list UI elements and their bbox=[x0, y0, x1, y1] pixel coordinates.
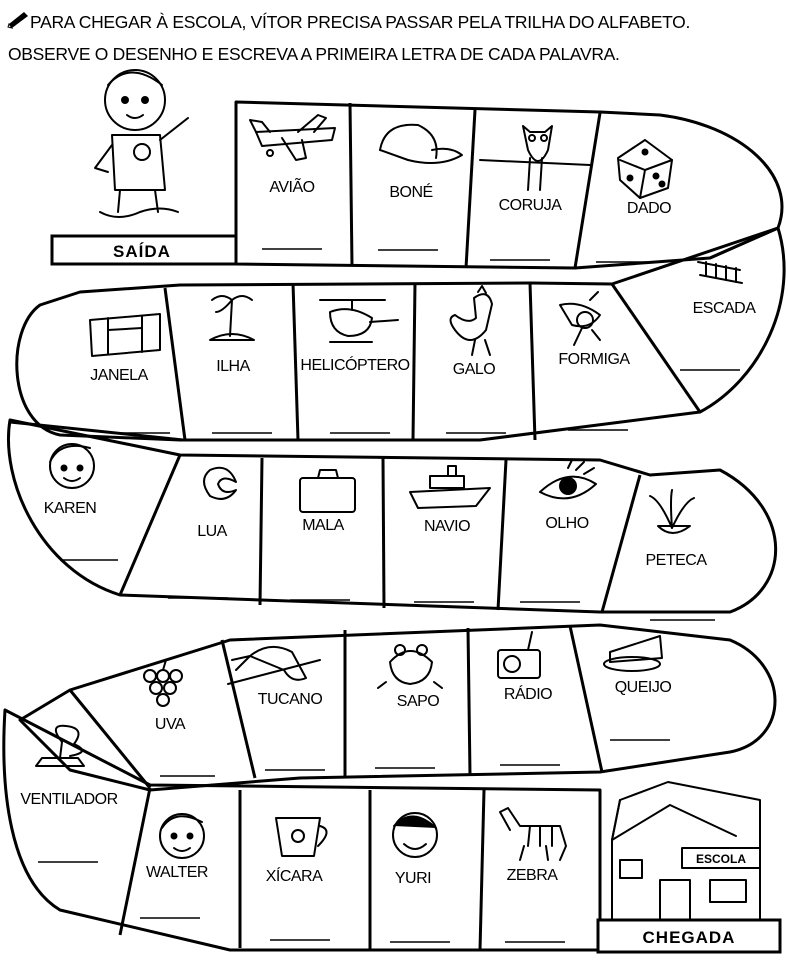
word-queijo: QUEIJO bbox=[615, 679, 672, 696]
word-ventilador: VENTILADOR bbox=[20, 791, 117, 808]
instruction-line-2: OBSERVE O DESENHO E ESCREVA A PRIMEIRA L… bbox=[8, 44, 620, 64]
eye-icon bbox=[539, 459, 597, 500]
toucan-icon bbox=[227, 645, 321, 685]
word-labels: AVIÃO BONÉ CORUJA DADO ESCADA FORMIGA GA… bbox=[20, 176, 756, 887]
frog-icon bbox=[377, 644, 443, 689]
word-lua: LUA bbox=[197, 523, 227, 540]
school-building-icon bbox=[611, 781, 761, 921]
word-zebra: ZEBRA bbox=[507, 867, 559, 884]
word-mala: MALA bbox=[302, 517, 344, 534]
rooster-icon bbox=[449, 285, 493, 356]
window-icon bbox=[89, 313, 161, 357]
cheese-icon bbox=[603, 635, 663, 672]
word-coruja: CORUJA bbox=[499, 197, 563, 214]
ship-icon bbox=[409, 465, 491, 509]
cup-icon bbox=[275, 817, 328, 857]
word-uva: UVA bbox=[155, 716, 186, 733]
word-olho: OLHO bbox=[545, 515, 588, 532]
finish-label-box bbox=[596, 918, 782, 954]
word-navio: NAVIO bbox=[424, 518, 470, 535]
school-sign: ESCOLA bbox=[696, 852, 746, 866]
karen-face-icon bbox=[49, 443, 95, 489]
word-sapo: SAPO bbox=[397, 693, 440, 710]
cap-icon bbox=[379, 123, 463, 165]
word-dado: DADO bbox=[627, 200, 671, 217]
word-radio: RÁDIO bbox=[504, 684, 552, 703]
zebra-icon bbox=[499, 807, 567, 861]
word-helicoptero: HELICÓPTERO bbox=[300, 355, 409, 374]
word-xicara: XÍCARA bbox=[266, 866, 323, 885]
ladder-icon bbox=[697, 261, 743, 284]
owl-icon bbox=[479, 125, 591, 191]
pencil-icon bbox=[7, 12, 28, 29]
word-escada: ESCADA bbox=[693, 300, 757, 317]
word-karen: KAREN bbox=[44, 500, 97, 517]
word-bone: BONÉ bbox=[389, 182, 432, 201]
word-aviao: AVIÃO bbox=[269, 176, 314, 196]
grapes-icon bbox=[143, 659, 183, 707]
start-label: SAÍDA bbox=[113, 242, 171, 261]
word-walter: WALTER bbox=[146, 864, 208, 881]
moon-icon bbox=[203, 466, 237, 500]
yuri-face-icon bbox=[392, 812, 438, 858]
finish-label: CHEGADA bbox=[643, 928, 736, 947]
dice-icon bbox=[617, 139, 673, 199]
start-label-box bbox=[50, 234, 238, 266]
ant-icon bbox=[559, 291, 601, 346]
radio-icon bbox=[497, 631, 541, 679]
walter-face-icon bbox=[159, 813, 205, 859]
answer-blanks bbox=[38, 248, 740, 943]
suitcase-icon bbox=[299, 469, 356, 513]
word-janela: JANELA bbox=[90, 367, 148, 384]
island-icon bbox=[209, 295, 255, 341]
airplane-icon bbox=[249, 114, 336, 161]
word-peteca: PETECA bbox=[645, 552, 707, 569]
shuttlecock-icon bbox=[649, 489, 695, 534]
word-galo: GALO bbox=[453, 361, 496, 378]
word-formiga: FORMIGA bbox=[558, 351, 630, 368]
fan-icon bbox=[35, 724, 85, 767]
word-tucano: TUCANO bbox=[258, 691, 323, 708]
helicopter-icon bbox=[319, 299, 399, 343]
boy-vitor-drawing bbox=[94, 69, 189, 218]
word-yuri: YURI bbox=[395, 870, 431, 887]
word-ilha: ILHA bbox=[216, 358, 250, 375]
instruction-line-1: PARA CHEGAR À ESCOLA, VÍTOR PRECISA PASS… bbox=[30, 12, 691, 32]
trail-outline bbox=[2, 100, 786, 952]
cell-separators bbox=[9, 102, 779, 951]
